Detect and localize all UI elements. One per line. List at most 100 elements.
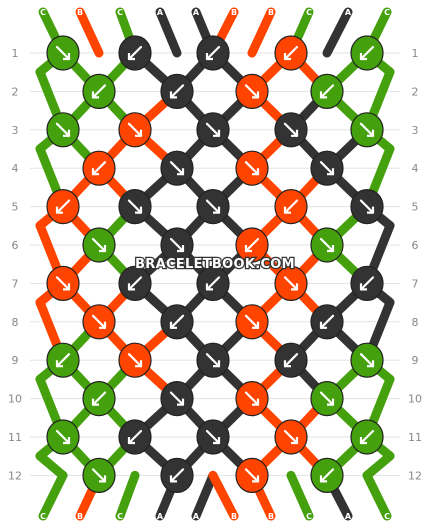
knot <box>235 227 269 263</box>
strand-top-label: A <box>345 8 352 17</box>
knot-arrow-icon <box>205 276 221 291</box>
knot-arrowhead-icon <box>63 283 71 291</box>
knot-arrow-icon <box>283 45 299 61</box>
row-label-right: 8 <box>412 316 419 329</box>
knot <box>274 112 308 148</box>
row-label-right: 3 <box>412 124 419 137</box>
knot-arrowhead-icon <box>169 91 177 99</box>
knot-arrowhead-icon <box>91 91 99 99</box>
strand-bottom-label: B <box>231 512 237 521</box>
strand-bottom-label: A <box>345 512 352 521</box>
knot-arrowhead-icon <box>367 360 375 368</box>
knot <box>82 227 116 263</box>
knot <box>118 35 152 71</box>
knot-arrow-icon <box>127 45 143 61</box>
knot <box>46 35 80 71</box>
row-label-left: 10 <box>8 393 22 406</box>
strand-bottom-1 <box>38 470 68 521</box>
strand-top-4 <box>155 7 182 58</box>
knot-arrow-icon <box>91 84 107 99</box>
knot-arrowhead-icon <box>359 283 367 291</box>
knot <box>196 419 230 455</box>
row-label-left: 7 <box>12 277 19 290</box>
knot-arrowhead-icon <box>127 53 135 61</box>
knot-arrow-icon <box>169 391 185 406</box>
knot-arrowhead-icon <box>252 91 260 99</box>
knot-arrowhead-icon <box>213 437 221 445</box>
strand-segment <box>35 451 68 480</box>
knot <box>82 73 116 110</box>
strand-bottom-label: C <box>384 512 390 521</box>
knot-arrow-icon <box>244 391 260 406</box>
strand-top-label: B <box>231 8 237 17</box>
knot-arrowhead-icon <box>135 360 143 368</box>
knot-arrowhead-icon <box>205 283 213 291</box>
knot <box>310 381 344 417</box>
knot-arrowhead-icon <box>55 360 63 368</box>
row-label-left: 4 <box>12 162 19 175</box>
knot <box>235 381 269 417</box>
knot <box>118 342 152 378</box>
strand-bottom-3 <box>115 470 140 521</box>
row-label-left: 3 <box>12 124 19 137</box>
row-label-right: 12 <box>408 469 422 482</box>
knot-arrow-icon <box>319 161 335 176</box>
knot-arrowhead-icon <box>252 398 260 406</box>
knot-arrowhead-icon <box>135 206 143 214</box>
knot-arrowhead-icon <box>99 475 107 483</box>
knot-arrowhead-icon <box>127 437 135 445</box>
knot <box>160 73 194 110</box>
knot-arrow-icon <box>127 353 143 368</box>
knot-arrow-icon <box>244 468 260 483</box>
row-label-right: 9 <box>412 354 419 367</box>
row-label-left: 12 <box>8 469 22 482</box>
row-label-right: 4 <box>412 162 419 175</box>
knot-arrow-icon <box>205 45 221 61</box>
knot-arrow-icon <box>205 429 221 445</box>
knot-arrowhead-icon <box>63 53 71 61</box>
knot-arrowhead-icon <box>319 91 327 99</box>
knot-arrowhead-icon <box>213 206 221 214</box>
knot <box>274 342 308 378</box>
row-label-left: 2 <box>12 85 19 98</box>
knot-arrow-icon <box>283 276 299 291</box>
knot <box>235 150 269 186</box>
strand-bottom-label: C <box>40 512 46 521</box>
strand-top-label: C <box>384 8 390 17</box>
knot <box>160 457 194 493</box>
strand-top-label: C <box>117 8 123 17</box>
knot <box>82 150 116 186</box>
strand-top-label: C <box>306 8 312 17</box>
knot <box>274 35 308 71</box>
knot-arrow-icon <box>205 199 221 214</box>
knot-arrowhead-icon <box>55 206 63 214</box>
knot <box>160 381 194 417</box>
strand-bottom-label: C <box>117 512 123 521</box>
knot <box>235 73 269 110</box>
knot-arrowhead-icon <box>177 398 185 406</box>
knot-arrowhead-icon <box>169 475 177 483</box>
knot-arrowhead-icon <box>291 129 299 137</box>
knot-arrow-icon <box>169 161 185 176</box>
knot-arrow-icon <box>283 429 299 445</box>
knot-arrowhead-icon <box>91 168 99 176</box>
knot <box>310 457 344 493</box>
knot-arrow-icon <box>91 391 107 406</box>
knot <box>274 189 308 225</box>
knot-arrowhead-icon <box>283 360 291 368</box>
knot-arrow-icon <box>319 314 335 329</box>
knot-arrow-icon <box>127 199 143 214</box>
knot-arrowhead-icon <box>177 245 185 253</box>
knot-arrowhead-icon <box>63 437 71 445</box>
knot-arrowhead-icon <box>367 206 375 214</box>
knot <box>160 150 194 186</box>
knot-arrow-icon <box>359 199 375 214</box>
knot <box>118 419 152 455</box>
knot-arrowhead-icon <box>205 53 213 61</box>
knot <box>82 381 116 417</box>
knot-grid <box>46 35 384 493</box>
knot-arrowhead-icon <box>319 321 327 329</box>
knot-arrow-icon <box>127 122 143 137</box>
knot-arrow-icon <box>205 122 221 137</box>
